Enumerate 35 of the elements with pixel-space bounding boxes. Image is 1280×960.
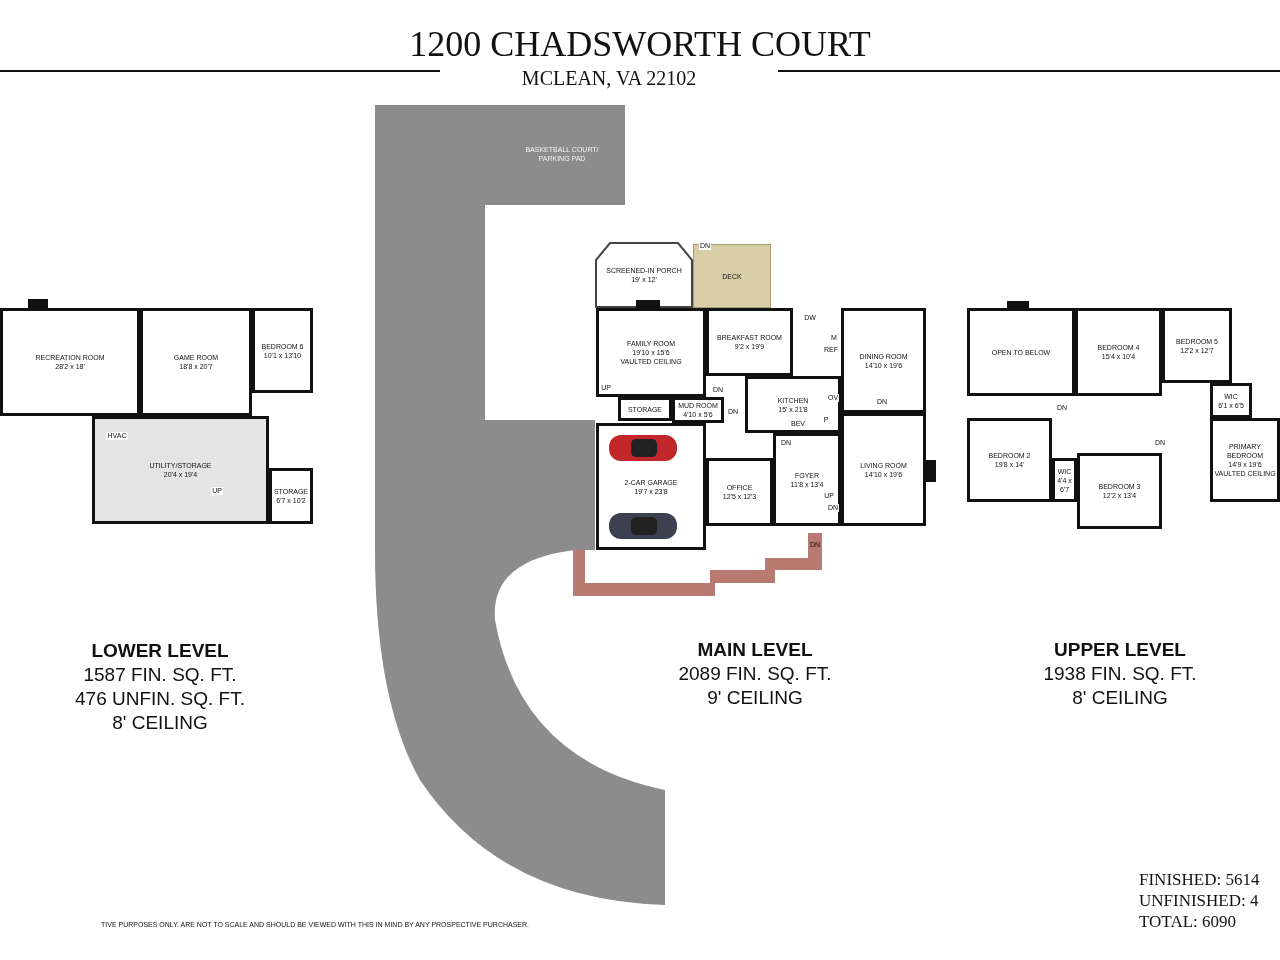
room <box>1052 458 1077 502</box>
level-stat: 9' CEILING <box>707 686 803 710</box>
room <box>745 376 841 433</box>
title: 1200 CHADSWORTH COURT <box>409 24 871 64</box>
room <box>967 308 1075 396</box>
level-title: UPPER LEVEL <box>1054 638 1186 662</box>
room <box>1077 453 1162 529</box>
room <box>140 308 252 416</box>
level-title: LOWER LEVEL <box>91 639 229 663</box>
level-stat: 1587 FIN. SQ. FT. <box>83 663 237 687</box>
room <box>1210 418 1280 502</box>
room <box>1075 308 1162 396</box>
room <box>1210 383 1252 418</box>
room <box>92 416 269 524</box>
room <box>841 308 926 413</box>
level-stat: 8' CEILING <box>112 711 208 735</box>
room <box>706 458 773 526</box>
deck <box>693 244 771 308</box>
level-title: MAIN LEVEL <box>697 638 813 662</box>
room <box>706 308 793 376</box>
level-stat: 476 UNFIN. SQ. FT. <box>75 687 245 711</box>
room <box>252 308 313 393</box>
room <box>1162 308 1232 383</box>
level-stat: 8' CEILING <box>1072 686 1168 710</box>
room <box>618 397 672 421</box>
room <box>672 397 724 423</box>
room <box>596 308 706 397</box>
room <box>841 413 926 526</box>
room <box>596 423 706 550</box>
level-stat: 1938 FIN. SQ. FT. <box>1043 662 1197 686</box>
room <box>967 418 1052 502</box>
room <box>269 468 313 524</box>
level-stat: 2089 FIN. SQ. FT. <box>678 662 832 686</box>
room <box>773 433 841 526</box>
room <box>0 308 140 416</box>
